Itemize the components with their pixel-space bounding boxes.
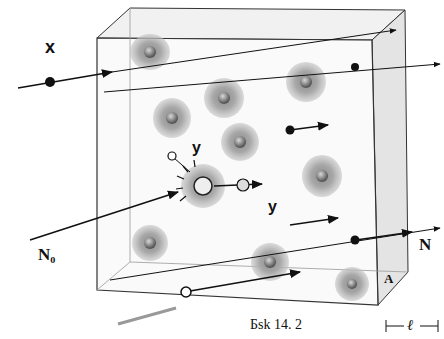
figure-caption: Бsk 14. 2 xyxy=(250,318,302,332)
particle-label: y xyxy=(192,140,201,156)
particle-beams xyxy=(18,30,440,324)
area-label: A xyxy=(384,272,393,285)
thickness-label: ℓ xyxy=(405,318,415,333)
slab-hidden-edges xyxy=(130,8,408,272)
particle-label: y xyxy=(268,199,277,215)
slab-front xyxy=(97,38,378,305)
particle-label: x xyxy=(45,38,55,56)
flux-label: N xyxy=(419,236,431,253)
particles xyxy=(45,63,360,297)
collision-spikes xyxy=(176,160,195,201)
atoms xyxy=(130,34,369,301)
flux-label: N₀ xyxy=(38,246,55,263)
